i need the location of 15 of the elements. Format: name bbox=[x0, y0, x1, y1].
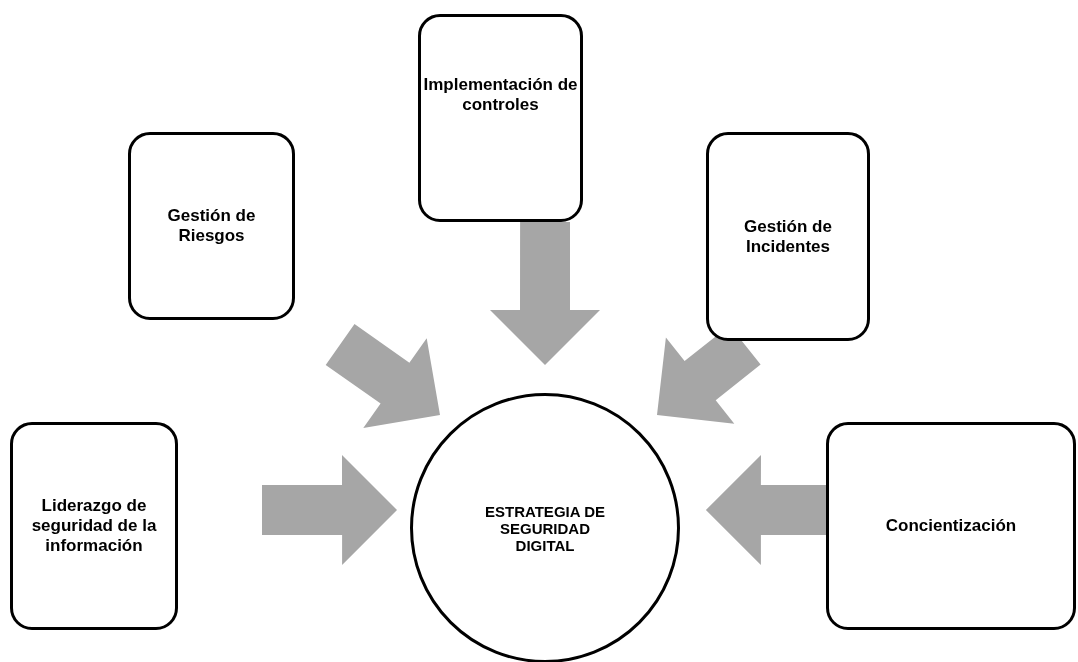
process-box bbox=[418, 14, 583, 222]
node-label: Liderazgo de seguridad de la información bbox=[30, 496, 158, 556]
block-arrow bbox=[325, 324, 440, 429]
node-label: Implementación de controles bbox=[423, 75, 578, 115]
node-label: Concientización bbox=[885, 516, 1017, 536]
block-arrow bbox=[705, 454, 826, 565]
process-box bbox=[10, 422, 178, 630]
node-label: ESTRATEGIA DE SEGURIDAD DIGITAL bbox=[484, 502, 606, 554]
process-box bbox=[826, 422, 1076, 630]
block-arrow bbox=[490, 222, 600, 365]
process-box bbox=[128, 132, 295, 320]
block-arrow bbox=[262, 454, 397, 565]
process-box bbox=[706, 132, 870, 341]
node-label: Gestión de Riesgos bbox=[166, 206, 257, 246]
node-label: Gestión de Incidentes bbox=[743, 216, 833, 257]
